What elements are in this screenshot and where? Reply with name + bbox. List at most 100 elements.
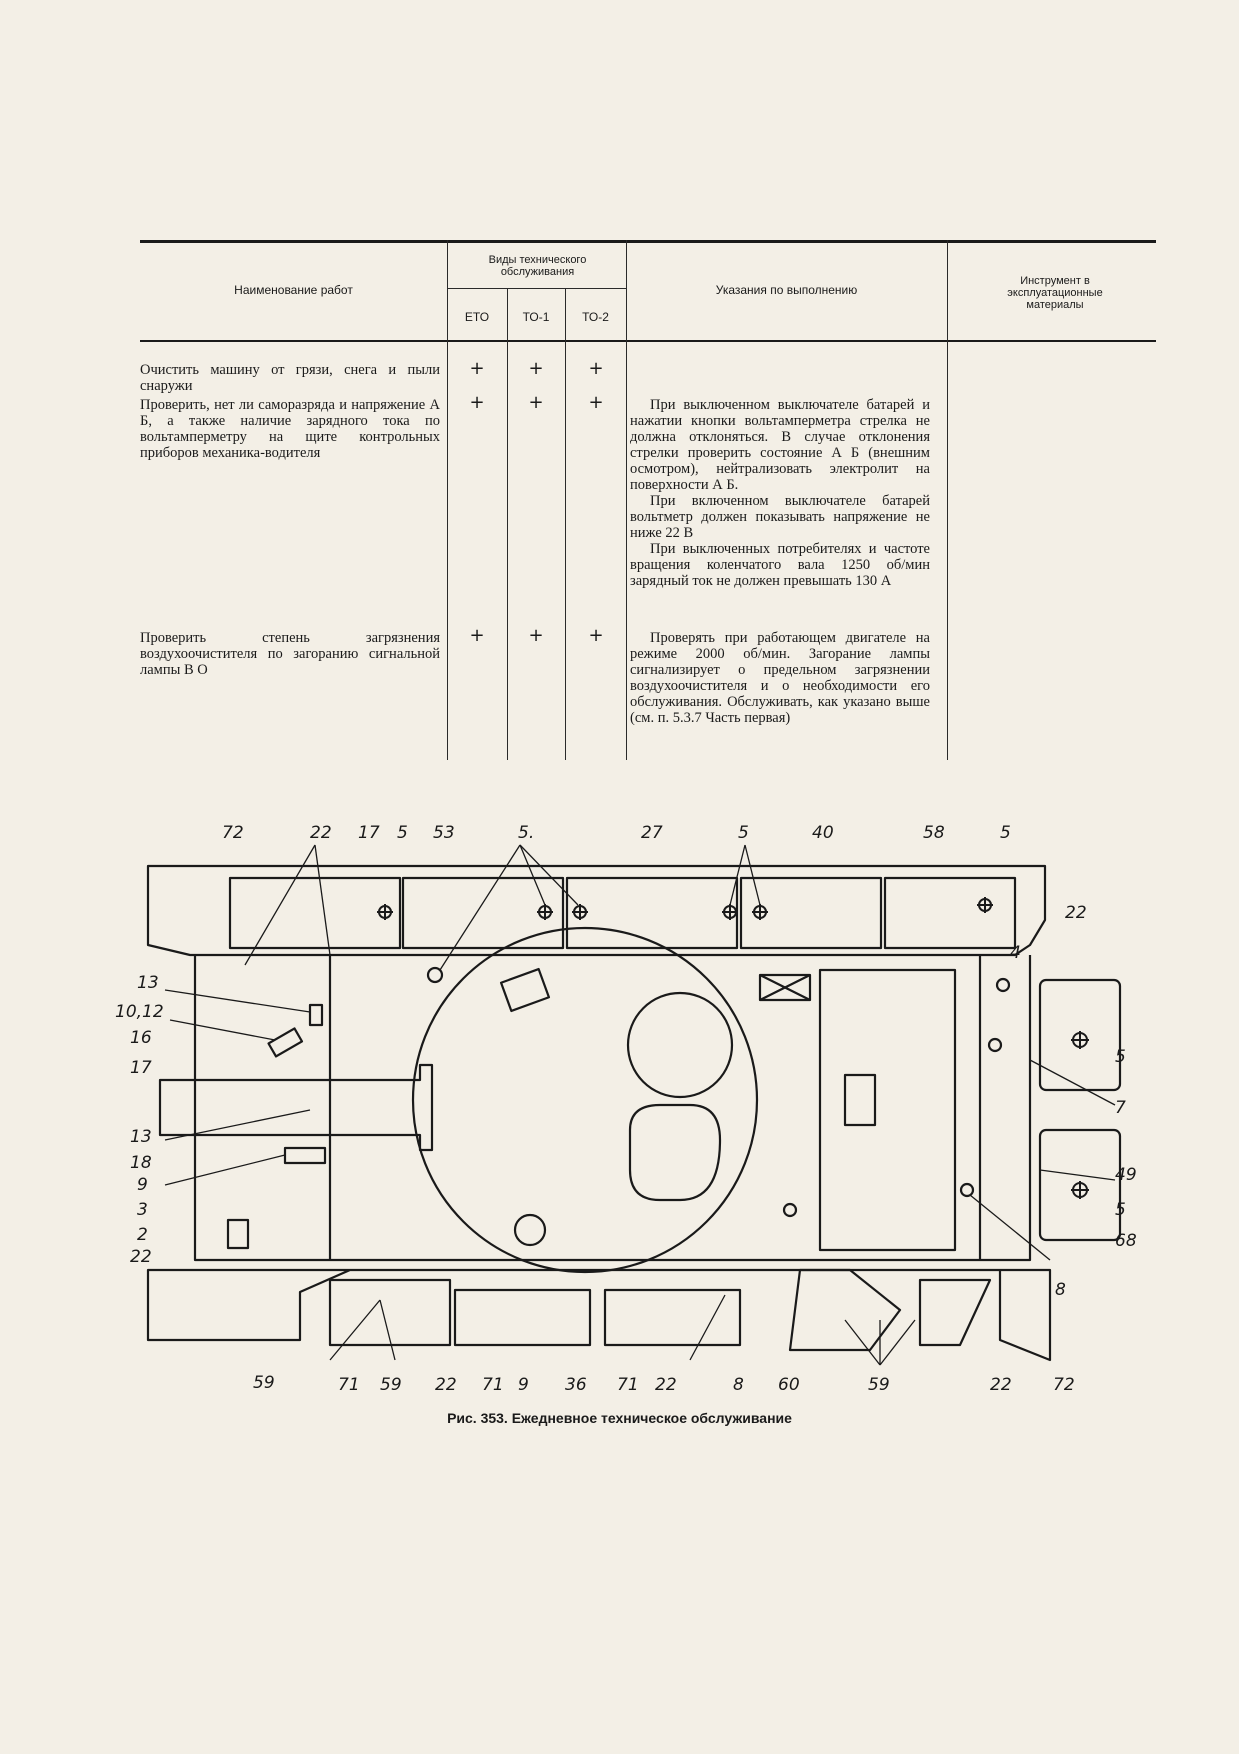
maintenance-table: Наименование работ Виды технического обс… [140, 240, 1156, 760]
label-left: 2 [137, 1225, 148, 1245]
label-bottom: 59 [380, 1375, 402, 1395]
label-bottom: 72 [1053, 1375, 1075, 1395]
label-top: 5 [738, 823, 749, 843]
row-1-work: Очистить машину от грязи, снега и пыли с… [140, 362, 440, 394]
plug-4 [995, 977, 1011, 993]
label-top: 40 [812, 823, 834, 843]
row-3-work: Проверить степень загрязнения воздухоочи… [140, 630, 440, 678]
lube-point-icon [537, 904, 553, 920]
instruction-paragraph: При выключенном выключателе батарей и на… [630, 397, 930, 493]
track-links [788, 1268, 902, 1352]
part-13 [308, 1003, 324, 1027]
fuel-drum [1038, 978, 1122, 1092]
row-2-to2: + [588, 392, 604, 413]
bottom-fender [146, 1268, 1052, 1362]
label-left: 9 [137, 1175, 148, 1195]
lube-point-icon [1071, 1031, 1089, 1049]
plug-5 [426, 966, 444, 984]
label-right: 8 [1055, 1280, 1066, 1300]
label-bottom: 22 [990, 1375, 1012, 1395]
label-top: 27 [641, 823, 663, 843]
col-divider [507, 288, 508, 760]
row-2-to1: + [528, 392, 544, 413]
header-maintenance-types: Виды технического обслуживания [488, 254, 587, 278]
row-1-eto: + [469, 358, 485, 379]
engine-deck [818, 968, 957, 1252]
top-fender-box [565, 876, 739, 950]
table-top-rule [140, 240, 1156, 243]
lube-point-icon [977, 897, 993, 913]
fuel-drum [1038, 1128, 1122, 1242]
figure-caption: Рис. 353. Ежедневное техническое обслужи… [447, 1410, 792, 1426]
lube-point-icon [572, 904, 588, 920]
col-divider [447, 240, 448, 760]
label-left: 18 [130, 1153, 152, 1173]
part-10-12 [267, 1027, 304, 1058]
tool-box [328, 1278, 452, 1347]
label-left: 17 [130, 1058, 152, 1078]
label-top: 5 [397, 823, 408, 843]
instruction-paragraph: Проверять при работающем двигателе на ре… [630, 630, 930, 726]
label-left: 13 [130, 1127, 152, 1147]
top-fender-box [739, 876, 883, 950]
lube-point-icon [752, 904, 768, 920]
tank-top-view-diagram: 72 22 17 5 53 5. 27 5 40 58 5 22 4 5 7 4… [115, 823, 1137, 1395]
row-3-to1: + [528, 625, 544, 646]
label-left: 3 [137, 1200, 148, 1220]
subheader-rule [447, 288, 626, 289]
header-to1: ТО-1 [522, 310, 550, 324]
lube-point-icon [1071, 1181, 1089, 1199]
label-bottom: 22 [435, 1375, 457, 1395]
label-bottom: 71 [482, 1375, 504, 1395]
row-2-work: Проверить, нет ли саморазряда и напряжен… [140, 397, 440, 461]
label-bottom: 59 [253, 1373, 275, 1393]
row-2-eto: + [469, 392, 485, 413]
hatch-d [628, 1103, 722, 1202]
header-tools: Инструмент в эксплуатационные материалы [1007, 275, 1103, 311]
header-to2: ТО-2 [582, 310, 609, 324]
label-bottom: 59 [868, 1375, 890, 1395]
top-fender [146, 864, 1047, 957]
plug-8b [782, 1202, 798, 1218]
label-top: 58 [923, 823, 945, 843]
deck-box [843, 1073, 877, 1127]
hatch-circle [626, 991, 734, 1099]
label-right: 49 [1115, 1165, 1137, 1185]
label-bottom: 36 [565, 1375, 587, 1395]
top-fender-box [883, 876, 1017, 950]
part-2 [226, 1218, 250, 1250]
label-left: 10,12 [115, 1002, 164, 1022]
instruction-paragraph: При выключенных потребителях и частоте в… [630, 541, 930, 589]
label-top: 5. [518, 823, 534, 843]
label-top: 72 [222, 823, 244, 843]
header-eto: ЕТО [464, 310, 490, 324]
part-9 [283, 1146, 327, 1165]
periscope-box [499, 967, 551, 1013]
fitting-9 [513, 1213, 547, 1247]
label-right: 5 [1115, 1200, 1126, 1220]
track-links [918, 1278, 992, 1347]
row-2-instructions: При выключенном выключателе батарей и на… [630, 397, 930, 589]
label-right: 68 [1115, 1231, 1137, 1251]
label-bottom: 60 [778, 1375, 800, 1395]
lube-point-icon [722, 904, 738, 920]
lube-point-icon [377, 904, 393, 920]
col-divider [947, 240, 948, 760]
label-right: 5 [1115, 1047, 1126, 1067]
gun-barrel [158, 1063, 434, 1152]
label-left: 22 [130, 1247, 152, 1267]
col-divider [565, 288, 566, 760]
box-40 [758, 973, 812, 1002]
hull-outline [193, 955, 1032, 1262]
top-fender-box [228, 876, 402, 950]
instruction-paragraph: При включенном выключателе батарей вольт… [630, 493, 930, 541]
label-top: 53 [433, 823, 455, 843]
row-3-eto: + [469, 625, 485, 646]
label-top: 22 [310, 823, 332, 843]
row-1-to2: + [588, 358, 604, 379]
header-work-name: Наименование работ [234, 283, 353, 297]
header-instructions: Указания по выполнению [715, 283, 858, 297]
top-fender-box [401, 876, 565, 950]
col-divider [626, 240, 627, 760]
plug-8 [959, 1182, 975, 1198]
